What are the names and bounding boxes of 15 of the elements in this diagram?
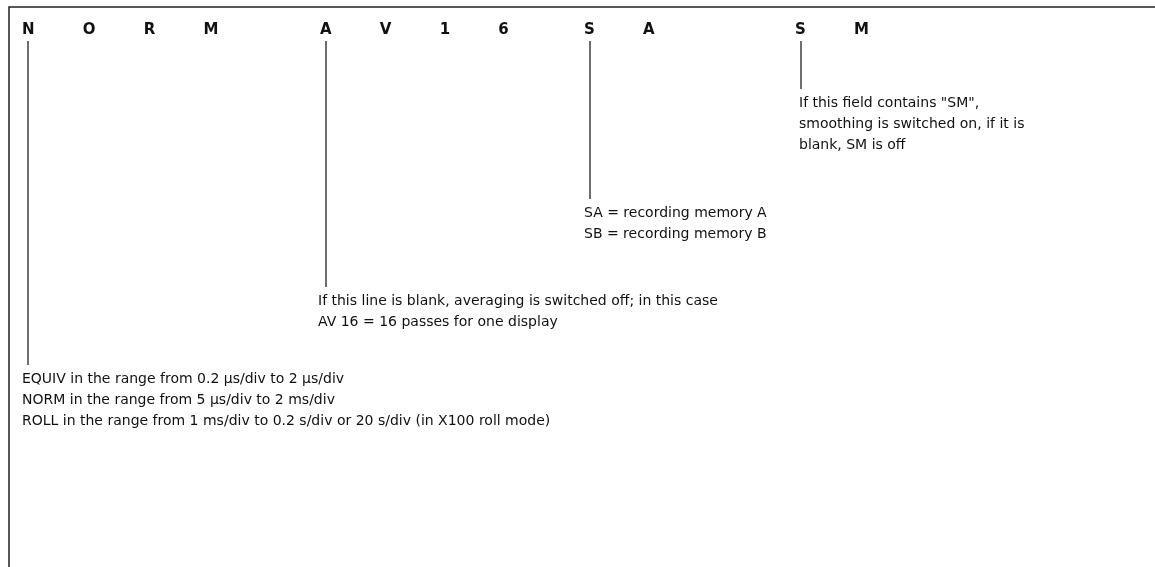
- readout-text: S M: [795, 20, 891, 38]
- note-text: SB = recording memory B: [584, 224, 767, 243]
- readout-text: S A: [584, 20, 677, 38]
- leader-line: [325, 40, 327, 288]
- note-text: NORM in the range from 5 µs/div to 2 ms/div: [22, 390, 336, 409]
- note-text: If this field contains "SM", smoothing is switched on, if it is blank, SM is off: [799, 92, 1029, 155]
- note-text: EQUIV in the range from 0.2 µs/div to 2 µs/div: [22, 369, 346, 388]
- note-text: ROLL in the range from 1 ms/div to 0.2 s/div or 20 s/div (in X100 roll mode): [22, 411, 551, 430]
- readout-text: A V 1 6: [320, 20, 531, 38]
- leader-line: [589, 40, 591, 200]
- leader-line: [27, 40, 29, 366]
- note-text: SA = recording memory A: [584, 203, 767, 222]
- leader-line: [800, 40, 802, 90]
- readout-text: N O R M: [22, 20, 240, 38]
- note-text: If this line is blank, averaging is switched off; in this case AV 16 = 16 passes for one display: [318, 290, 718, 332]
